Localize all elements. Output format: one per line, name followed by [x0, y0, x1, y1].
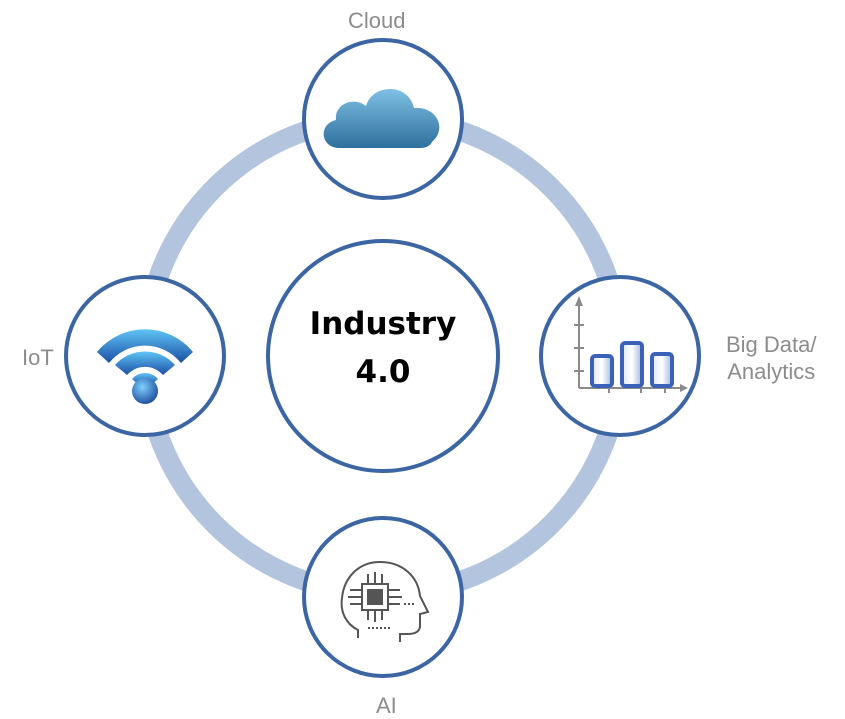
- ai-label: AI: [376, 693, 397, 718]
- ai-head-chip-icon: [340, 560, 430, 642]
- analytics-node: [539, 275, 701, 437]
- ai-node: [302, 516, 464, 678]
- bar-3: [650, 352, 674, 388]
- bar-chart-icon: [574, 296, 688, 393]
- analytics-label-line2: Analytics: [727, 359, 816, 384]
- analytics-label-line1: Big Data/: [726, 332, 817, 357]
- cloud-icon: [323, 89, 440, 148]
- center-circle: [266, 239, 500, 473]
- cloud-label: Cloud: [348, 8, 406, 33]
- cloud-node: [302, 38, 464, 200]
- wifi-icon: [97, 329, 193, 404]
- iot-node: [64, 275, 226, 437]
- center-title-line1: Industry: [309, 306, 457, 342]
- analytics-label: Big Data/ Analytics: [726, 331, 817, 385]
- center-title-line2: 4.0: [355, 354, 411, 390]
- bar-2: [620, 341, 644, 388]
- center-title: Industry 4.0: [268, 300, 498, 396]
- bar-1: [590, 354, 614, 388]
- iot-label: IoT: [22, 345, 54, 370]
